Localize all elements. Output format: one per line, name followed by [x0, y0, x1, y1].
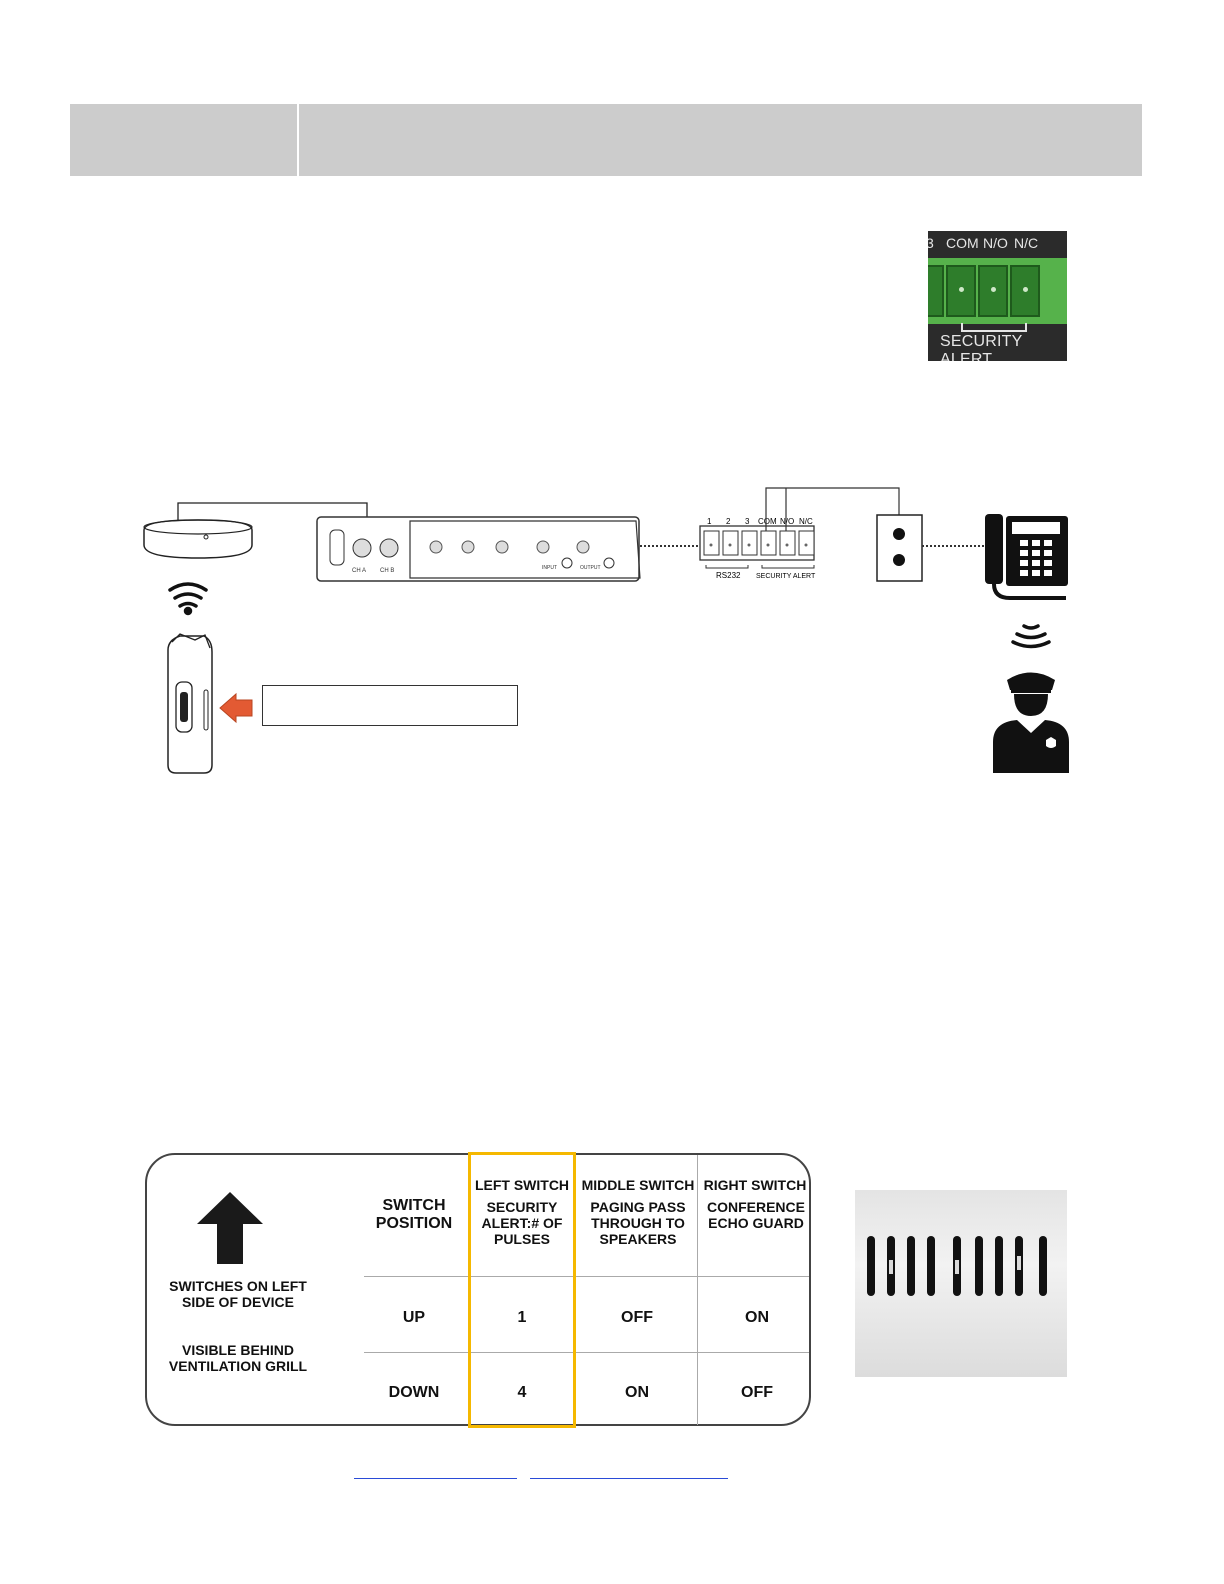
- handheld-transmitter-icon: [167, 633, 213, 774]
- terminal-label-com: COM: [946, 235, 979, 251]
- wireless-signal-icon: [168, 582, 208, 616]
- down-right-value: OFF: [741, 1384, 773, 1401]
- up-right-value: ON: [745, 1309, 769, 1326]
- rs232-label: RS232: [716, 571, 741, 580]
- output-label: OUTPUT: [580, 565, 601, 571]
- wall-jack-icon: [876, 514, 923, 582]
- pin-label: N/O: [780, 517, 794, 526]
- up-middle-value: OFF: [621, 1309, 653, 1326]
- transmitter-callout-box: [262, 685, 518, 726]
- terminal-screw: [1023, 287, 1028, 292]
- switch-location-note: SWITCHES ON LEFT SIDE OF DEVICE: [169, 1278, 307, 1310]
- antenna-cable: [177, 502, 368, 520]
- arrow-up-icon: [197, 1192, 263, 1264]
- header-left-cell: [70, 104, 297, 176]
- terminal-socket: [928, 265, 944, 317]
- grill-visibility-note: VISIBLE BEHIND VENTILATION GRILL: [168, 1342, 308, 1374]
- terminal-label-no: N/O: [983, 235, 1008, 251]
- pin-label: N/C: [799, 517, 813, 526]
- middle-switch-desc: PAGING PASS THROUGH TO SPEAKERS: [590, 1199, 686, 1247]
- pin-label: 1: [707, 517, 712, 526]
- terminal-caption: SECURITY ALERT: [940, 333, 1023, 361]
- pin-label: COM: [758, 517, 777, 526]
- dip-switch: [889, 1260, 893, 1274]
- right-switch-title: RIGHT SWITCH: [703, 1177, 807, 1193]
- left-switch-desc: SECURITY ALERT:# OF PULSES: [481, 1199, 563, 1247]
- pin-label: 3: [745, 517, 750, 526]
- left-switch-highlight: [468, 1152, 576, 1428]
- middle-switch-title: MIDDLE SWITCH: [581, 1177, 695, 1193]
- ceiling-receiver-icon: [143, 519, 253, 559]
- terminal-bracket: [961, 323, 1027, 332]
- down-middle-value: ON: [625, 1384, 649, 1401]
- ch-a-label: CH A: [352, 568, 366, 574]
- terminal-label-3: 3: [928, 235, 934, 251]
- footer-link-2[interactable]: [530, 1478, 728, 1479]
- terminal-socket: [978, 265, 1008, 317]
- wiring-diagram: CH A CH B INPUT OUTPUT 1 2 3 COM N/O N/C…: [143, 487, 1069, 774]
- header-right-cell: [299, 104, 1142, 176]
- sound-waves-icon: [1011, 624, 1051, 649]
- right-switch-desc: CONFERENCE ECHO GUARD: [706, 1199, 805, 1231]
- wire-com: [765, 487, 900, 531]
- terminal-block-photo: 3 COM N/O N/C SECURITY ALERT: [928, 231, 1067, 361]
- row-position-up: UP: [402, 1309, 426, 1326]
- dip-switch: [955, 1260, 959, 1274]
- table-row-divider: [364, 1352, 809, 1353]
- security-alert-label: SECURITY ALERT: [756, 573, 816, 580]
- terminal-block-icon: [699, 525, 815, 569]
- dip-switch: [1017, 1256, 1021, 1270]
- terminal-label-nc: N/C: [1014, 235, 1039, 251]
- receiver-unit-icon: [316, 516, 641, 582]
- up-left-value: 1: [517, 1309, 527, 1326]
- ventilation-grill-photo: [855, 1190, 1067, 1377]
- security-officer-icon: [993, 672, 1069, 773]
- input-label: INPUT: [542, 565, 557, 571]
- down-left-value: 4: [517, 1384, 527, 1401]
- arrow-left-icon: [219, 692, 253, 724]
- table-column-divider: [697, 1155, 698, 1425]
- terminal-screw: [991, 287, 996, 292]
- table-row-divider: [364, 1276, 809, 1277]
- pin-label: 2: [726, 517, 731, 526]
- terminal-screw: [959, 287, 964, 292]
- ch-b-label: CH B: [380, 568, 394, 574]
- switch-position-header: SWITCH POSITION: [375, 1197, 453, 1232]
- desk-phone-icon: [985, 514, 1068, 600]
- footer-link-1[interactable]: [354, 1478, 517, 1479]
- left-switch-title: LEFT SWITCH: [474, 1177, 570, 1193]
- row-position-down: DOWN: [388, 1384, 440, 1401]
